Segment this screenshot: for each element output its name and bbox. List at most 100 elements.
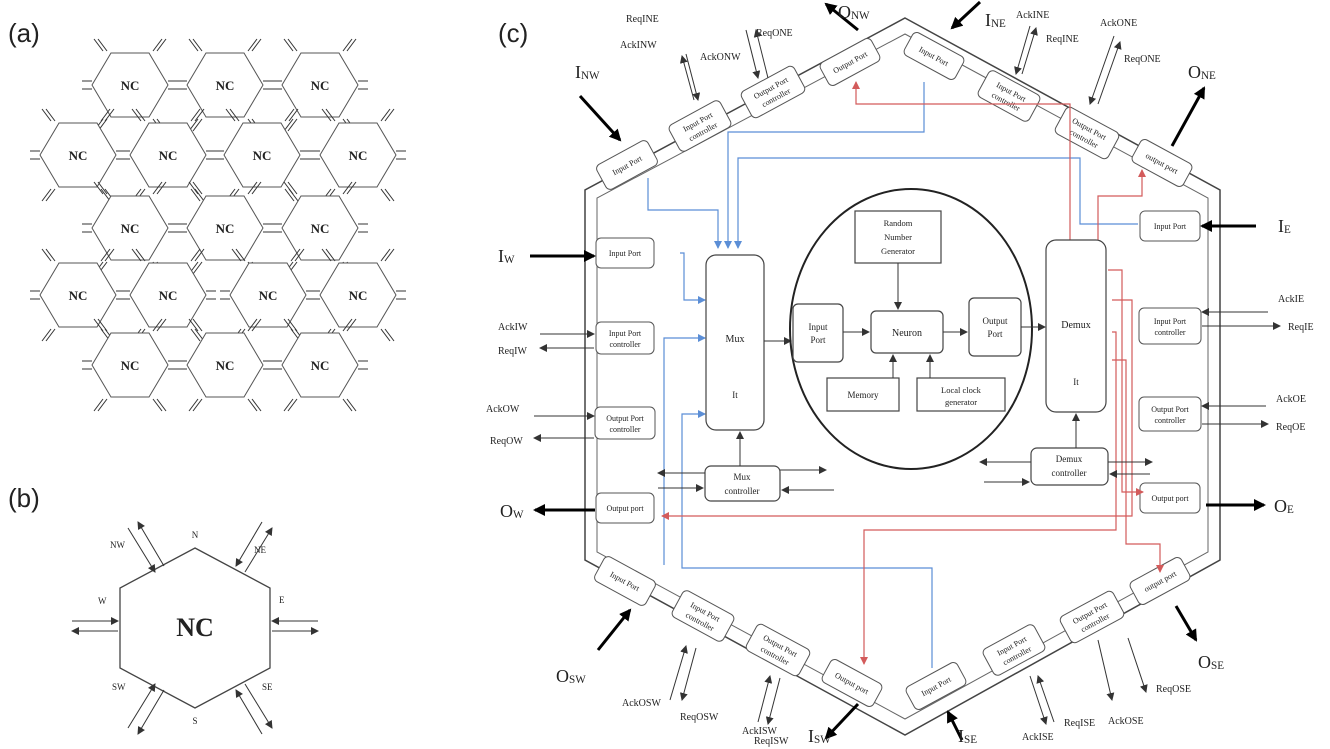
nc-link — [41, 328, 52, 342]
nc-link — [251, 38, 262, 52]
ack-one-label: AckONE — [1100, 18, 1137, 29]
nc-node: NC — [220, 248, 316, 342]
nc-link — [152, 181, 163, 195]
demux-controller-line1: Demux — [1056, 454, 1083, 464]
ack-ine-label: AckINE — [1016, 10, 1049, 21]
nc-link — [131, 248, 142, 262]
req-one-r-arrow — [1097, 41, 1122, 105]
nc-hexagon — [91, 332, 169, 398]
i-se-label: ISE — [958, 726, 977, 746]
port-w-output-controller-line2: controller — [609, 425, 640, 434]
port-sw-output-box — [821, 659, 883, 707]
se-in-arrow — [235, 689, 263, 735]
nc-label: NC — [121, 78, 140, 93]
dir-n: N — [192, 530, 199, 540]
port-nw-input-box — [596, 140, 658, 190]
inner-output-line2: Port — [987, 329, 1003, 339]
port-e-output-box — [1139, 482, 1201, 514]
nc-node: NC — [30, 108, 126, 202]
red-routes — [661, 81, 1164, 665]
nc-link — [156, 38, 167, 52]
nc-label: NC — [121, 221, 140, 236]
nc-label: NC — [311, 358, 330, 373]
ack-isw-label: AckISW — [742, 726, 778, 737]
i-ne-arrow — [950, 0, 982, 30]
nc-link — [100, 188, 111, 202]
demux-controller-line2: controller — [1052, 468, 1087, 478]
ack-ose-label: AckOSE — [1108, 716, 1144, 727]
ack-ow-label: AckOW — [486, 404, 520, 415]
route-ne-output — [1097, 169, 1146, 240]
req-ise-arrow — [1036, 675, 1055, 723]
ne-in-arrow — [235, 521, 263, 567]
inner-output-port — [968, 297, 1022, 357]
route-e-input — [734, 157, 1138, 249]
dir-se: SE — [262, 682, 273, 692]
router-inner-hexagon — [596, 33, 1209, 720]
port-w-output-controller-line1: Output Port — [606, 414, 644, 423]
nc-link — [342, 181, 353, 195]
nc-link — [283, 398, 294, 412]
port-sw-output: Output port — [821, 659, 883, 707]
port-w-input-controller-line2: controller — [609, 340, 640, 349]
req-one-label: ReqONE — [756, 28, 793, 39]
port-e-output-controller-line2: controller — [1154, 416, 1185, 425]
nc-link — [346, 398, 357, 412]
nc-link — [251, 318, 262, 332]
nc-hexagon-b — [119, 547, 271, 709]
o-nw-label: ONW — [838, 2, 870, 22]
nc-link — [321, 108, 332, 122]
port-e-output-controller-box — [1138, 396, 1202, 432]
nc-link — [190, 328, 201, 342]
single-nc-diagram: NC N NW NE W E SW SE S — [71, 521, 319, 735]
nc-link — [93, 38, 104, 52]
i-e-label: IE — [1278, 216, 1291, 236]
port-e-input-line1: Input Port — [1154, 222, 1187, 231]
nc-node: NC — [310, 108, 406, 202]
req-one-r-label: ReqONE — [1124, 54, 1161, 65]
nc-link — [251, 398, 262, 412]
nc-node: NC — [82, 38, 178, 132]
nc-link — [380, 108, 391, 122]
o-ne-arrow — [1170, 86, 1206, 147]
req-oe-label: ReqOE — [1276, 422, 1305, 433]
nc-hexagon — [281, 195, 359, 261]
nc-hexagon — [319, 262, 397, 328]
o-se-label: OSE — [1198, 652, 1224, 672]
i-se-arrow — [946, 710, 964, 741]
req-iw-label: ReqIW — [498, 346, 527, 357]
port-nw-output-box — [819, 38, 881, 86]
port-w-output-controller: Output Port controller — [594, 406, 656, 440]
nc-link — [342, 398, 353, 412]
i-ne-label: INE — [985, 10, 1006, 30]
nc-link — [188, 398, 199, 412]
port-se-output-box — [1129, 557, 1191, 605]
route-nw-input — [647, 178, 722, 249]
nc-link — [346, 181, 357, 195]
nc-node: NC — [82, 318, 178, 412]
ack-isw-arrow — [757, 675, 773, 723]
ack-inw-arrow — [679, 55, 695, 101]
route-w-input — [680, 252, 706, 304]
nc-link — [192, 318, 203, 332]
dir-e: E — [279, 595, 285, 605]
nc-link — [45, 188, 56, 202]
o-sw-arrow — [596, 608, 632, 651]
port-ne-input-box — [903, 32, 965, 80]
nc-link — [380, 248, 391, 262]
nc-node: NC — [82, 181, 178, 275]
nc-link — [284, 188, 295, 202]
nc-node: NC — [177, 318, 273, 412]
nc-link — [229, 108, 240, 122]
ack-iw-label: AckIW — [498, 322, 528, 333]
i-w-label: IW — [498, 246, 515, 266]
mux-controller-block — [704, 465, 781, 502]
nc-link — [104, 108, 115, 122]
nc-label: NC — [253, 148, 272, 163]
ack-onw-arrow — [753, 29, 769, 79]
nc-link — [284, 108, 295, 122]
